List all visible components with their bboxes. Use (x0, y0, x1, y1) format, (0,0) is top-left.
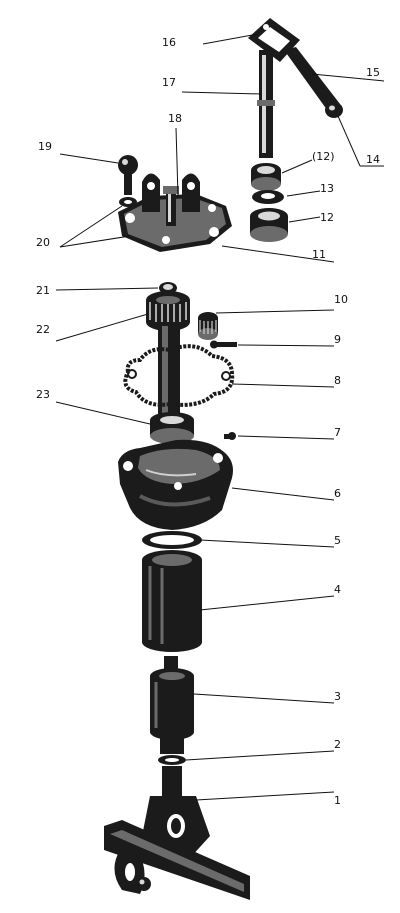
label-part-23: 23 (36, 388, 50, 401)
label-part-16: 16 (162, 36, 176, 49)
label-part-15: 15 (366, 66, 380, 79)
bush-stack (250, 163, 288, 242)
grease-nipple (224, 432, 236, 440)
label-part-13: 13 (320, 182, 334, 195)
bracket-lug-left (142, 173, 160, 212)
gear-shaft (146, 282, 237, 418)
label-part-22: 22 (36, 323, 50, 336)
label-part-6: 6 (334, 487, 341, 500)
label-part-10: 10 (334, 293, 348, 306)
label-part-18: 18 (168, 112, 182, 125)
yoke-base (104, 766, 250, 900)
label-part-11: 11 (312, 248, 326, 261)
bracket-lug-right (182, 173, 200, 212)
gasket (123, 344, 235, 407)
lever-arm (284, 47, 340, 114)
label-part-12-bracketed: (12) (312, 150, 335, 163)
label-part-4: 4 (334, 583, 341, 596)
label-part-12: 12 (320, 211, 334, 224)
label-part-9: 9 (334, 333, 341, 346)
label-part-5: 5 (334, 534, 341, 547)
label-part-7: 7 (334, 426, 341, 439)
collar (150, 412, 194, 444)
label-part-3: 3 (334, 690, 341, 703)
lever-assembly (248, 18, 343, 158)
label-part-19: 19 (38, 140, 52, 153)
top-cover-plate (118, 173, 232, 252)
sealing-ring (142, 531, 202, 549)
label-part-2: 2 (334, 738, 341, 751)
housing (118, 439, 233, 530)
label-part-20: 20 (36, 236, 50, 249)
label-part-14: 14 (366, 153, 380, 166)
leader-lines (55, 33, 385, 801)
label-part-21: 21 (36, 284, 50, 297)
lower-washer (158, 755, 186, 765)
inner-sleeve (150, 656, 194, 754)
label-part-8: 8 (334, 374, 341, 387)
label-part-17: 17 (162, 76, 176, 89)
outer-tube (142, 550, 202, 652)
ball-stud (118, 155, 138, 207)
label-part-1: 1 (334, 794, 341, 807)
part-labels: 1 2 3 4 5 6 7 8 9 10 11 12 (12) 13 14 15… (36, 36, 380, 807)
